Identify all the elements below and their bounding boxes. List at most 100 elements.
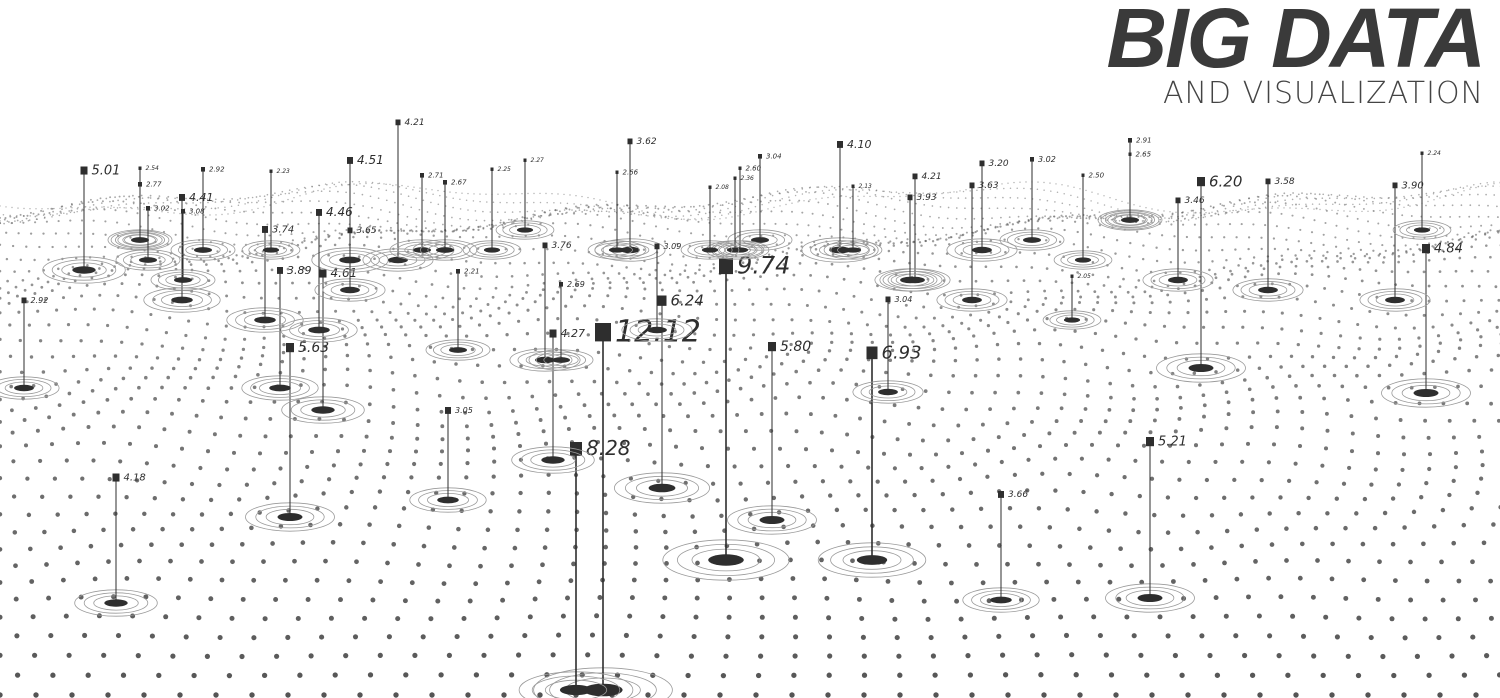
grid-dot <box>224 206 226 208</box>
grid-dot <box>1411 509 1417 515</box>
grid-dot <box>808 380 812 385</box>
grid-dot <box>664 216 667 219</box>
grid-dot <box>1260 236 1263 239</box>
grid-dot <box>836 204 839 207</box>
grid-dot <box>866 192 869 194</box>
grid-dot <box>507 311 511 315</box>
grid-dot <box>522 633 528 639</box>
pin-value-label: 6.20 <box>1209 172 1242 190</box>
data-pin: 8.28 <box>518 436 634 698</box>
grid-dot <box>422 199 425 202</box>
grid-dot <box>166 199 169 202</box>
grid-dot <box>1018 251 1022 254</box>
grid-dot <box>485 527 491 533</box>
grid-dot <box>685 672 691 679</box>
grid-dot <box>95 207 98 209</box>
grid-dot <box>1237 264 1240 267</box>
pin-value-label: 2.65 <box>1136 150 1152 158</box>
grid-dot <box>1269 542 1275 547</box>
grid-dot <box>1085 217 1088 220</box>
grid-dot <box>740 264 743 268</box>
grid-dot <box>1314 193 1316 195</box>
grid-dot <box>96 410 101 415</box>
grid-dot <box>537 261 541 265</box>
grid-dot <box>662 211 665 214</box>
grid-dot <box>649 370 654 375</box>
grid-dot <box>949 191 951 194</box>
grid-dot <box>49 213 52 216</box>
grid-dot <box>1479 182 1482 185</box>
grid-dot <box>345 383 349 388</box>
grid-dot <box>1428 196 1430 198</box>
grid-dot <box>19 213 22 216</box>
grid-dot <box>275 251 279 255</box>
grid-dot <box>402 204 404 206</box>
grid-dot <box>1115 443 1121 448</box>
grid-dot <box>589 210 592 213</box>
grid-dot <box>696 301 701 306</box>
grid-dot <box>1002 672 1009 678</box>
grid-dot <box>678 273 682 276</box>
grid-dot <box>1115 219 1117 222</box>
grid-dot <box>974 344 979 348</box>
grid-dot <box>561 212 564 216</box>
grid-dot <box>1087 545 1093 550</box>
pin-value-label: 2.71 <box>428 171 444 179</box>
grid-dot <box>862 189 864 191</box>
grid-dot <box>431 189 433 191</box>
grid-dot <box>130 613 136 619</box>
grid-dot <box>1385 209 1387 211</box>
grid-dot <box>343 653 349 659</box>
grid-dot <box>656 261 660 265</box>
grid-dot <box>90 245 94 248</box>
grid-dot <box>608 286 612 290</box>
grid-dot <box>19 221 22 223</box>
grid-dot <box>1301 364 1305 369</box>
grid-dot <box>486 201 488 203</box>
grid-dot <box>1039 198 1041 201</box>
grid-dot <box>461 192 463 194</box>
grid-dot <box>792 273 796 277</box>
grid-dot <box>1355 373 1359 378</box>
grid-dot <box>370 310 374 314</box>
grid-dot <box>1037 181 1039 183</box>
grid-dot <box>928 332 932 336</box>
pin-value-label: 4.84 <box>1434 242 1463 257</box>
grid-dot <box>1458 338 1463 342</box>
grid-dot <box>1293 461 1298 466</box>
grid-dot <box>1264 224 1267 227</box>
grid-dot <box>301 241 304 244</box>
grid-dot <box>377 489 383 494</box>
grid-dot <box>451 545 457 550</box>
grid-dot <box>499 201 501 204</box>
grid-dot <box>755 261 758 265</box>
grid-dot <box>1045 209 1048 211</box>
grid-dot <box>800 241 803 244</box>
grid-dot <box>342 417 346 422</box>
grid-dot <box>395 616 401 622</box>
grid-dot <box>1235 236 1238 239</box>
grid-dot <box>539 214 542 217</box>
grid-dot <box>1318 203 1321 205</box>
grid-dot <box>136 212 139 215</box>
grid-dot <box>349 489 354 495</box>
grid-dot <box>1050 190 1052 192</box>
grid-dot <box>407 185 409 188</box>
grid-dot <box>654 211 657 214</box>
pin-value-label: 3.08 <box>189 207 205 215</box>
grid-dot <box>512 545 518 551</box>
grid-dot <box>65 207 67 209</box>
grid-dot <box>1000 652 1006 658</box>
grid-dot <box>1102 236 1106 239</box>
grid-dot <box>378 579 384 585</box>
grid-dot <box>245 210 247 212</box>
grid-dot <box>1191 562 1196 567</box>
grid-dot <box>207 279 211 283</box>
grid-dot <box>29 232 33 235</box>
grid-dot <box>190 208 193 210</box>
grid-dot <box>995 184 997 186</box>
grid-dot <box>677 217 679 220</box>
grid-dot <box>1107 579 1113 585</box>
grid-dot <box>504 211 506 213</box>
grid-dot <box>664 561 669 566</box>
